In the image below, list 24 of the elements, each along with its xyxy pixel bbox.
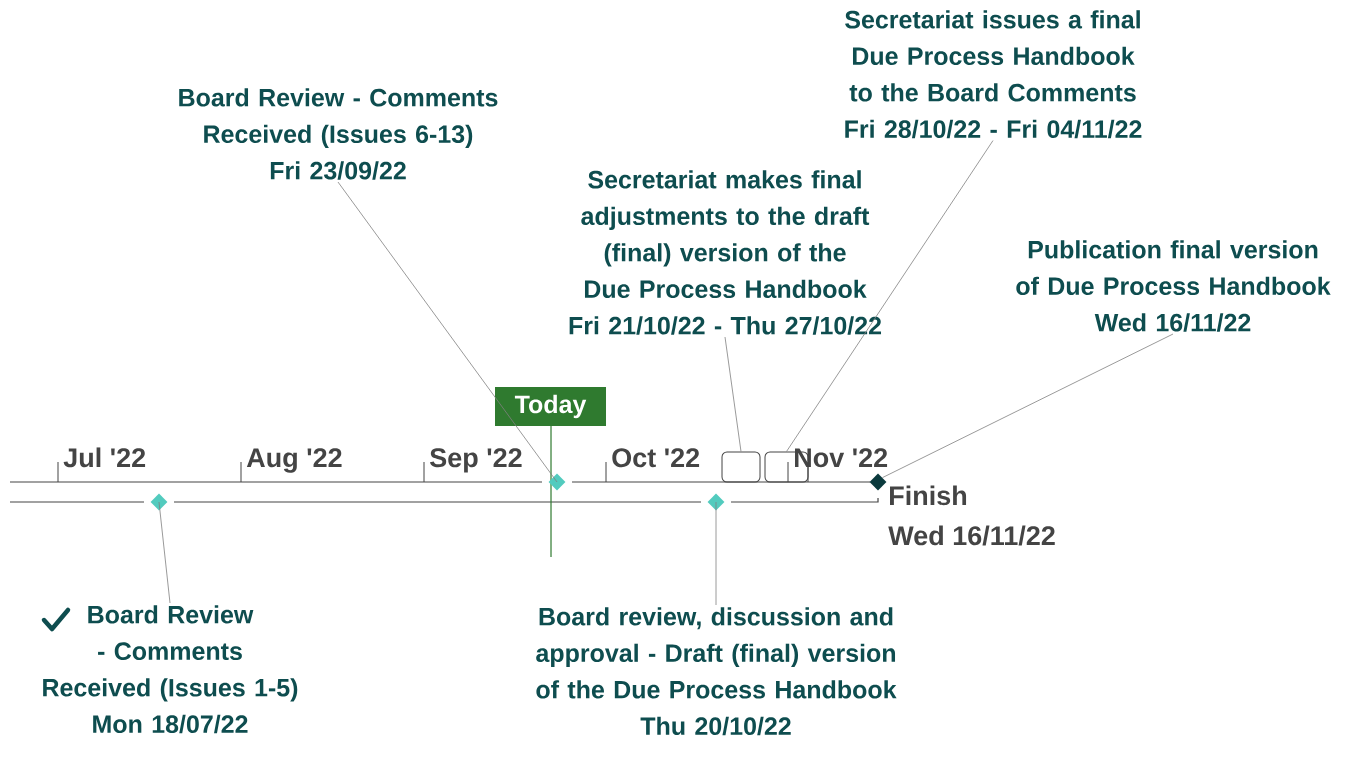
milestone-diamond	[869, 473, 887, 491]
milestone-label: Wed 16/11/22	[888, 525, 1055, 546]
month-label: Sep '22	[430, 448, 522, 473]
callout-text: Publication final version of Due Process Handbook Wed 16/11/22	[1016, 240, 1331, 332]
callout-text: Secretariat makes final adjustments to the draft (final) version of the Due Process Handbook Fri 21/10/22 - Thu 27/10/22	[569, 170, 881, 335]
leader-line	[715, 501, 717, 606]
leader-line	[158, 501, 171, 604]
milestone-label: Finish	[890, 485, 967, 506]
milestone-diamond	[150, 493, 168, 511]
callout-text: Board Review - Comments Received (Issues 1-5) Mon 18/07/22	[43, 605, 298, 734]
month-label: Nov '22	[795, 448, 888, 468]
leader-line	[724, 336, 742, 452]
task-bracket	[721, 451, 761, 483]
callout-text: Board review, discussion and approval - Draft (final) version of the Due Process Handbook Thu 20/10/22	[536, 607, 897, 736]
milestone-diamond	[548, 473, 566, 491]
milestone-diamond	[707, 493, 725, 511]
month-label: Oct '22	[612, 448, 700, 468]
leader-line	[337, 181, 558, 483]
callout-text: Secretariat issues a final Due Process Handbook to the Board Comments Fri 28/10/22 - Fri 04/11/22	[845, 10, 1142, 139]
callout-text: Board Review - Comments Received (Issues 6-13) Fri 23/09/22	[179, 88, 498, 180]
month-label: Aug '22	[246, 448, 342, 473]
leader-line	[881, 333, 1174, 479]
leader-line	[786, 140, 994, 452]
month-label: Jul '22	[63, 447, 146, 468]
